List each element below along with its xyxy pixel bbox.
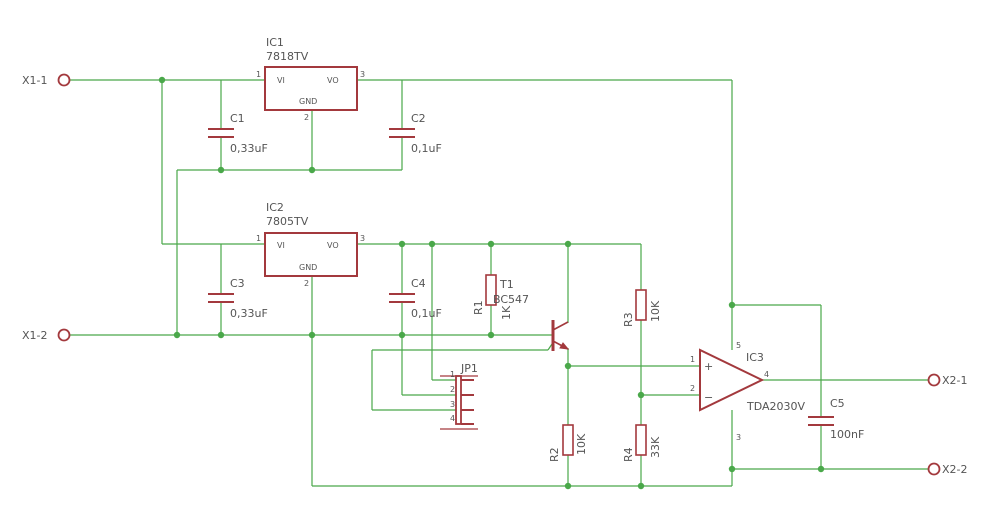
junction [817, 465, 825, 473]
r1-name: R1 [472, 300, 485, 315]
connector-label: X1-1 [22, 74, 48, 87]
junction [217, 166, 225, 174]
junction [487, 240, 495, 248]
ic1-pin-vi: VI [277, 76, 285, 85]
resistor-r1: R1 1K [472, 274, 513, 320]
capacitor-c4: C4 0,1uF [389, 277, 442, 320]
ic2-pin-vo: VO [327, 241, 339, 250]
jp1-pin-2: 2 [450, 385, 455, 394]
c4-name: C4 [411, 277, 426, 290]
r4-name: R4 [622, 447, 635, 462]
capacitor-c3: C3 0,33uF [208, 277, 268, 320]
c1-value: 0,33uF [230, 142, 268, 155]
resistor-r2: R2 10K [548, 424, 588, 462]
jp1-name: JP1 [460, 362, 478, 375]
ic2-pin-gnd: GND [299, 263, 317, 272]
junction [564, 240, 572, 248]
transistor-t1: T1 BC547 [493, 278, 570, 351]
r4-value: 33K [649, 436, 662, 458]
c3-name: C3 [230, 277, 245, 290]
t1-name: T1 [499, 278, 514, 291]
connector-x1-1: X1-1 [22, 73, 71, 87]
ic2-pin-1: 1 [256, 234, 261, 243]
ic1-name: IC1 [266, 36, 284, 49]
ic3-pin-5: 5 [736, 341, 741, 350]
junction [158, 76, 166, 84]
ic2-value: 7805TV [266, 215, 309, 228]
ic1-pin-gnd: GND [299, 97, 317, 106]
t1-value: BC547 [493, 293, 529, 306]
ic3-amplifier: IC3 TDA2030V + − 1 2 3 4 5 [690, 341, 806, 442]
capacitor-c5: C5 100nF [808, 397, 864, 441]
c5-name: C5 [830, 397, 845, 410]
jumper-jp1: JP1 1 2 3 4 [440, 362, 478, 430]
jp1-pin-3: 3 [450, 400, 455, 409]
jp1-pin-4: 4 [450, 414, 455, 423]
connector-x1-2: X1-2 [22, 328, 71, 342]
c5-value: 100nF [830, 428, 864, 441]
connector-x2-1: X2-1 [927, 373, 968, 387]
jp1-pin-1: 1 [450, 370, 455, 379]
c2-value: 0,1uF [411, 142, 442, 155]
junction [428, 240, 436, 248]
connector-label: X1-2 [22, 329, 48, 342]
ic1-pin-2: 2 [304, 113, 309, 122]
capacitor-c1: C1 0,33uF [208, 112, 268, 155]
junction [564, 362, 572, 370]
ic1-regulator: IC1 7818TV VI VO GND 1 2 3 [256, 36, 365, 122]
ic1-pin-3: 3 [360, 70, 365, 79]
r1-value: 1K [500, 305, 513, 320]
junction [398, 331, 406, 339]
r2-value: 10K [575, 433, 588, 455]
ic2-pin-3: 3 [360, 234, 365, 243]
junction [637, 391, 645, 399]
junction [564, 482, 572, 490]
ic2-pin-2: 2 [304, 279, 309, 288]
ic3-pin-2: 2 [690, 384, 695, 393]
r2-name: R2 [548, 447, 561, 462]
junction [217, 331, 225, 339]
c2-name: C2 [411, 112, 426, 125]
resistor-r4: R4 33K [622, 424, 662, 462]
ic2-pin-vi: VI [277, 241, 285, 250]
junction [728, 465, 736, 473]
junction [487, 331, 495, 339]
ic1-value: 7818TV [266, 50, 309, 63]
capacitor-c2: C2 0,1uF [389, 112, 442, 155]
connector-label: X2-1 [942, 374, 968, 387]
ic1-pin-vo: VO [327, 76, 339, 85]
ic3-pin-3: 3 [736, 433, 741, 442]
wires [70, 79, 928, 487]
c4-value: 0,1uF [411, 307, 442, 320]
junction [398, 240, 406, 248]
ic3-name: IC3 [746, 351, 764, 364]
junction [728, 301, 736, 309]
r3-name: R3 [622, 312, 635, 327]
ic3-pin-4: 4 [764, 370, 769, 379]
ic2-name: IC2 [266, 201, 284, 214]
ic1-pin-1: 1 [256, 70, 261, 79]
junction [637, 482, 645, 490]
ic3-pin-1: 1 [690, 355, 695, 364]
c1-name: C1 [230, 112, 245, 125]
junction [308, 331, 316, 339]
connector-x2-2: X2-2 [927, 462, 968, 476]
connector-label: X2-2 [942, 463, 968, 476]
ic2-regulator: IC2 7805TV VI VO GND 1 2 3 [256, 201, 365, 288]
r3-value: 10K [649, 300, 662, 322]
ic3-value: TDA2030V [746, 400, 806, 413]
junction [173, 331, 181, 339]
ic3-plus-sign: + [704, 360, 713, 373]
ic3-minus-sign: − [704, 391, 713, 404]
resistor-r3: R3 10K [622, 289, 662, 327]
junction [308, 166, 316, 174]
junctions [158, 76, 825, 490]
c3-value: 0,33uF [230, 307, 268, 320]
